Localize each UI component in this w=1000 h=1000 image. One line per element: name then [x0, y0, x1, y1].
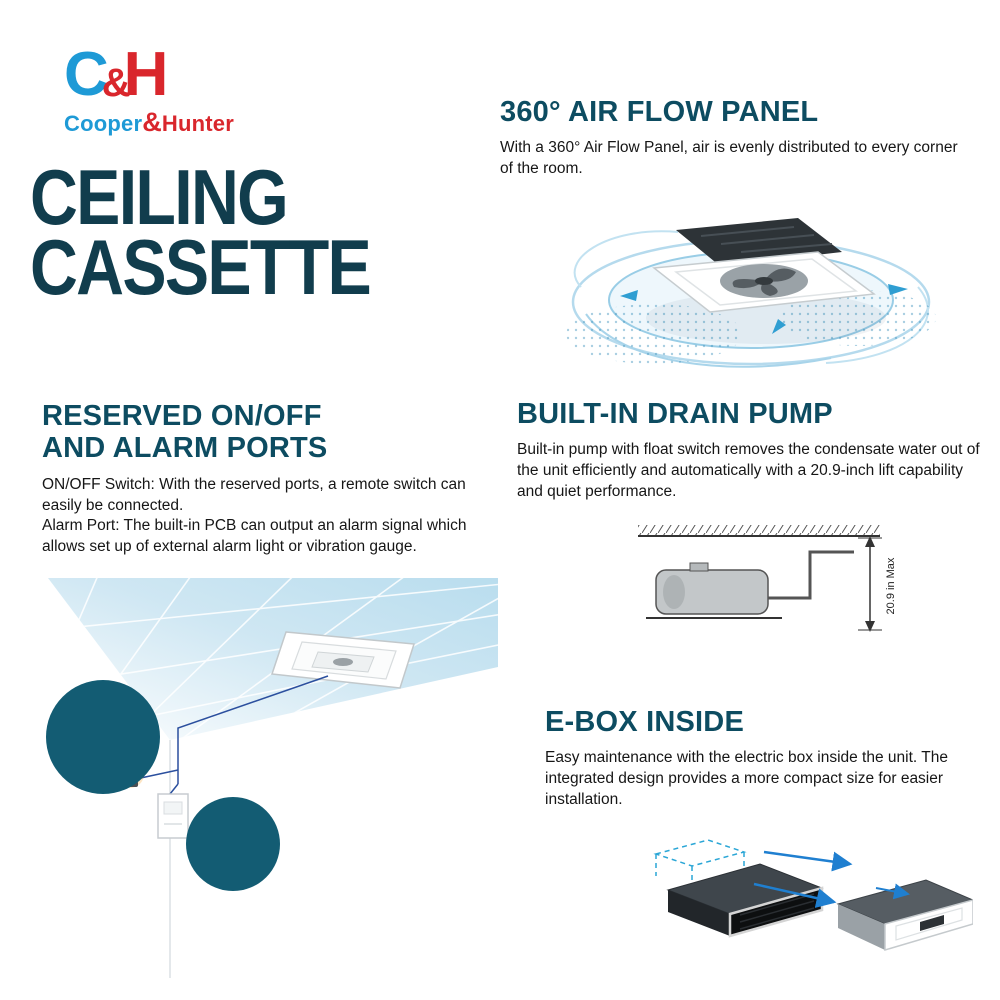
- product-title: CEILING CASSETTE: [30, 153, 372, 312]
- ports-title: RESERVED ON/OFF AND ALARM PORTS: [42, 400, 490, 465]
- room-ceiling-illustration: [46, 578, 498, 978]
- section-drain-pump: BUILT-IN DRAIN PUMP Built-in pump with f…: [517, 398, 987, 502]
- product-title-line1: CEILING: [30, 153, 289, 241]
- airflow-body: With a 360° Air Flow Panel, air is evenl…: [500, 139, 958, 178]
- brand-logo-monogram: C & H: [64, 40, 234, 109]
- ebox-body: Easy maintenance with the electric box i…: [545, 749, 948, 808]
- ports-body-onoff: ON/OFF Switch: With the reserved ports, …: [42, 475, 466, 514]
- logo-letter-h: H: [123, 40, 169, 109]
- section-ports: RESERVED ON/OFF AND ALARM PORTS ON/OFF S…: [42, 400, 490, 557]
- drain-title: BUILT-IN DRAIN PUMP: [517, 398, 833, 430]
- ebox-title: E-BOX INSIDE: [545, 706, 744, 738]
- logo-word-ampersand: &: [142, 106, 162, 137]
- product-title-line2: CASSETTE: [30, 223, 372, 312]
- drain-pump-diagram: 20.9 in Max: [638, 525, 897, 632]
- logo-word-cooper: Cooper: [64, 110, 143, 136]
- ebox-illustration: [653, 839, 973, 952]
- logo-ampersand: &: [101, 61, 131, 106]
- ports-title-line1: RESERVED ON/OFF: [42, 400, 322, 432]
- section-ebox: E-BOX INSIDE Easy maintenance with the e…: [545, 706, 987, 810]
- airflow-illustration: [566, 218, 936, 368]
- drain-dimension-label: 20.9 in Max: [885, 557, 897, 614]
- logo-letter-c: C: [64, 40, 109, 109]
- ports-title-line2: AND ALARM PORTS: [42, 432, 328, 465]
- ports-body: ON/OFF Switch: With the reserved ports, …: [42, 475, 490, 557]
- ports-body-alarm: Alarm Port: The built-in PCB can output …: [42, 517, 467, 555]
- brand-logo-wordmark: Cooper&Hunter: [64, 107, 234, 138]
- section-airflow: 360° AIR FLOW PANEL With a 360° Air Flow…: [500, 96, 968, 180]
- airflow-title: 360° AIR FLOW PANEL: [500, 96, 819, 128]
- brand-logo: C & H Cooper&Hunter: [64, 40, 234, 138]
- drain-body: Built-in pump with float switch removes …: [517, 441, 980, 500]
- logo-word-hunter: Hunter: [161, 110, 234, 136]
